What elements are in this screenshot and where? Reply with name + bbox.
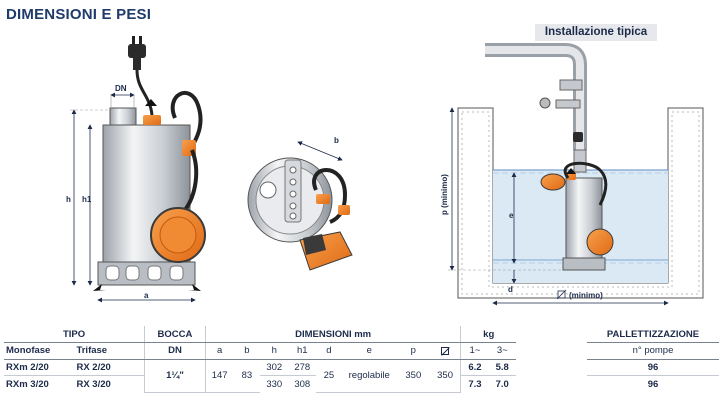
header-kg3: 3~ bbox=[488, 342, 516, 360]
square-section-icon bbox=[557, 290, 566, 299]
cell-kg1: 7.3 bbox=[460, 375, 489, 392]
pallet-value: 96 bbox=[587, 359, 719, 376]
cell-a: 147 bbox=[204, 359, 234, 393]
pump-top-view: b bbox=[247, 136, 353, 271]
cell-p: 350 bbox=[396, 359, 430, 393]
power-plug-icon bbox=[128, 36, 146, 70]
header-kg1: 1~ bbox=[460, 342, 489, 360]
dim-d-label: d bbox=[508, 285, 513, 294]
header-e: e bbox=[341, 342, 397, 360]
pallet-table: PALLETTIZZAZIONE n° pompe 96 96 bbox=[587, 326, 719, 392]
cell-monofase: RXm 3/20 bbox=[6, 378, 49, 390]
install-label: Installazione tipica bbox=[535, 24, 657, 41]
cell-e: regolabile bbox=[341, 359, 397, 393]
cell-dn: 1¼" bbox=[144, 359, 206, 393]
table-row: RXm 2/20 RX 2/20 1¼" 147 83 302 278 25 r… bbox=[4, 359, 516, 393]
cell-h1: 308 bbox=[294, 378, 311, 390]
header-trifase: Trifase bbox=[74, 342, 145, 360]
outlet-arrow-icon bbox=[566, 168, 576, 174]
dim-b-label: b bbox=[334, 136, 339, 145]
header-square bbox=[429, 342, 461, 360]
cell-trifase: RX 3/20 bbox=[76, 378, 111, 390]
header-h: h bbox=[260, 342, 289, 360]
valve-icon bbox=[539, 97, 551, 109]
cell-monofase: RXm 2/20 bbox=[4, 359, 75, 376]
cell-square: 350 bbox=[429, 359, 461, 393]
dim-square-label: (minimo) bbox=[569, 291, 603, 300]
pallet-subheader: n° pompe bbox=[587, 342, 719, 360]
header-p: p bbox=[396, 342, 430, 360]
header-a: a bbox=[204, 342, 234, 360]
technical-drawing: DN h h1 a b bbox=[66, 36, 704, 306]
inlet-arrow-icon bbox=[93, 284, 106, 291]
dim-e-label: e bbox=[509, 211, 514, 220]
pallet-header: PALLETTIZZAZIONE bbox=[587, 326, 719, 343]
dim-dn-label: DN bbox=[115, 84, 127, 93]
dim-a-label: a bbox=[144, 291, 149, 300]
installation-diagram: p (minimo) e d (minimo) bbox=[440, 43, 704, 306]
cell-kg3: 5.8 bbox=[488, 359, 516, 376]
cell-h: 330 bbox=[266, 378, 283, 390]
cell-kg1: 6.2 bbox=[460, 359, 489, 376]
header-dn: DN bbox=[144, 342, 206, 360]
dim-h1-label: h1 bbox=[82, 195, 92, 204]
page-title: DIMENSIONI E PESI bbox=[6, 6, 152, 23]
header-dimensioni: DIMENSIONI mm bbox=[204, 326, 461, 343]
cell-trifase: RX 2/20 bbox=[74, 359, 145, 376]
cell-kg3: 7.0 bbox=[495, 378, 509, 390]
header-d: d bbox=[316, 342, 342, 360]
cell-h: 302 bbox=[260, 359, 289, 376]
table-row: RXm 3/20 RX 3/20 330 308 7.3 7.0 bbox=[4, 375, 516, 392]
dim-p-label: p (minimo) bbox=[440, 174, 449, 215]
dim-h-label: h bbox=[66, 195, 71, 204]
square-section-icon bbox=[441, 346, 450, 355]
header-kg: kg bbox=[460, 326, 516, 343]
inlet-arrow-icon bbox=[188, 284, 201, 291]
outlet-arrow-icon bbox=[145, 99, 157, 106]
cell-d: 25 bbox=[316, 359, 342, 393]
cell-b: 83 bbox=[233, 359, 261, 393]
header-monofase: Monofase bbox=[4, 342, 75, 360]
header-b: b bbox=[233, 342, 261, 360]
header-tipo: TIPO bbox=[4, 326, 145, 343]
header-bocca: BOCCA bbox=[144, 326, 206, 343]
pallet-value: 96 bbox=[647, 378, 659, 390]
header-h1: h1 bbox=[288, 342, 317, 360]
cell-h1: 278 bbox=[288, 359, 317, 376]
dimensions-table: TIPO BOCCA DIMENSIONI mm kg Monofase Tri… bbox=[4, 326, 516, 393]
pump-front-view: DN h h1 a bbox=[66, 36, 206, 303]
